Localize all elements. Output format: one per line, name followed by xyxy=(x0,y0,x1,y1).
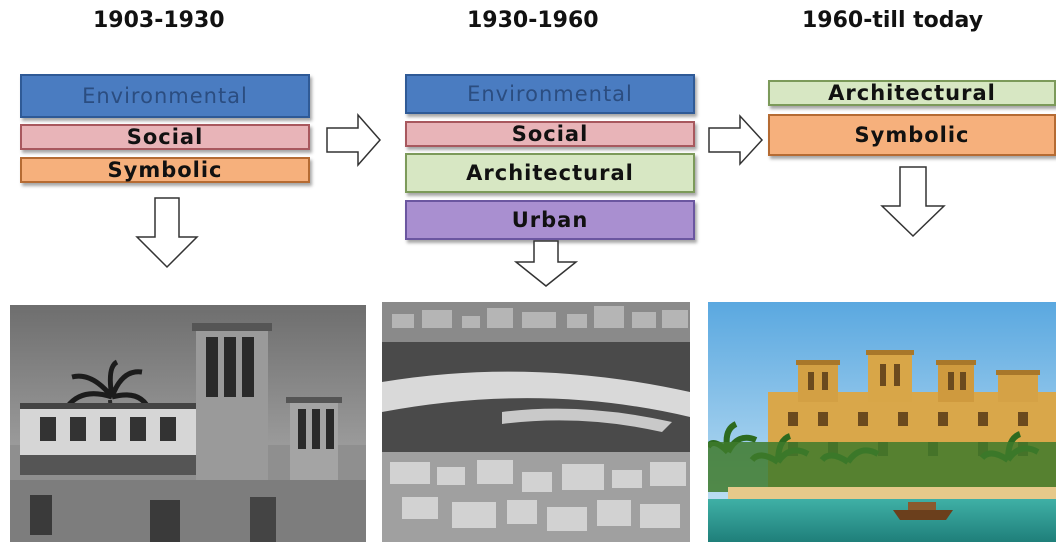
factor-architectural-1960: Architectural xyxy=(768,80,1056,106)
down-arrow-icon xyxy=(513,240,579,287)
factor-social-1930: Social xyxy=(405,121,695,147)
factor-social-1903: Social xyxy=(20,124,310,150)
photo-modern-dubai-resort xyxy=(708,302,1056,542)
period-title-1930-1960: 1930-1960 xyxy=(467,8,599,33)
factor-symbolic-1903: Symbolic xyxy=(20,157,310,183)
factor-urban-1930: Urban xyxy=(405,200,695,240)
right-arrow-icon xyxy=(326,113,381,167)
factor-symbolic-1960: Symbolic xyxy=(768,114,1056,156)
photo-traditional-wind-tower-house xyxy=(10,305,366,542)
photo-dubai-creek-aerial xyxy=(382,302,690,542)
period-title-1903-1930: 1903-1930 xyxy=(93,8,225,33)
factor-architectural-1930: Architectural xyxy=(405,153,695,193)
down-arrow-icon xyxy=(135,197,199,269)
right-arrow-icon xyxy=(708,114,764,166)
period-title-1960-today: 1960-till today xyxy=(802,8,984,33)
factor-environmental-1903: Environmental xyxy=(20,74,310,118)
factor-environmental-1930: Environmental xyxy=(405,74,695,114)
down-arrow-icon xyxy=(880,166,946,238)
